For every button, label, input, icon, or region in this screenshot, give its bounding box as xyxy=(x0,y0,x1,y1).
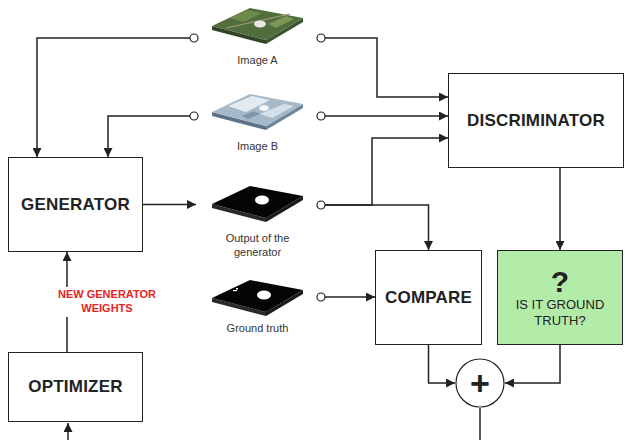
output-wire xyxy=(479,408,481,440)
port-circle xyxy=(317,34,325,42)
image-tile: Image A xyxy=(190,2,325,68)
input-wire xyxy=(67,423,69,440)
image-tile: Output of the generator xyxy=(190,178,325,260)
port-circle xyxy=(317,112,325,120)
box-label: ? xyxy=(551,267,569,297)
connector xyxy=(325,296,375,298)
connector xyxy=(429,345,456,383)
connector xyxy=(325,115,448,117)
connector xyxy=(559,168,561,250)
connector xyxy=(143,204,196,206)
process-box: DISCRIMINATOR xyxy=(448,73,624,168)
satellite-image xyxy=(190,178,325,230)
image-caption: Ground truth xyxy=(190,322,325,336)
satellite-image xyxy=(190,2,325,52)
connector xyxy=(325,138,448,205)
box-label: DISCRIMINATOR xyxy=(467,111,605,131)
process-box: OPTIMIZER xyxy=(8,352,143,422)
image-caption: Output of the generator xyxy=(222,232,294,260)
image-caption: Image A xyxy=(190,54,325,68)
edge-label: NEW GENERATOR WEIGHTS xyxy=(48,287,166,317)
box-label: OPTIMIZER xyxy=(28,377,122,397)
port-circle xyxy=(317,293,325,301)
port-circle xyxy=(190,112,198,120)
satellite-image xyxy=(190,276,325,320)
process-box: GENERATOR xyxy=(8,157,143,252)
box-label: IS IT GROUND TRUTH? xyxy=(504,297,616,328)
operator-symbol: + xyxy=(470,366,490,400)
box-label: COMPARE xyxy=(385,288,472,308)
port-circle xyxy=(317,201,325,209)
connector xyxy=(37,38,190,157)
connector xyxy=(505,345,560,383)
connector xyxy=(108,116,190,157)
connector xyxy=(325,38,448,97)
image-tile: Image B xyxy=(190,86,325,154)
box-label: GENERATOR xyxy=(21,195,130,215)
process-box: COMPARE xyxy=(375,250,482,345)
connector xyxy=(325,205,429,250)
sum-circle: + xyxy=(455,358,505,408)
satellite-image xyxy=(190,86,325,138)
decision-box: ?IS IT GROUND TRUTH? xyxy=(497,250,623,345)
port-circle xyxy=(190,34,198,42)
image-caption: Image B xyxy=(190,140,325,154)
image-tile: Ground truth xyxy=(190,276,325,336)
